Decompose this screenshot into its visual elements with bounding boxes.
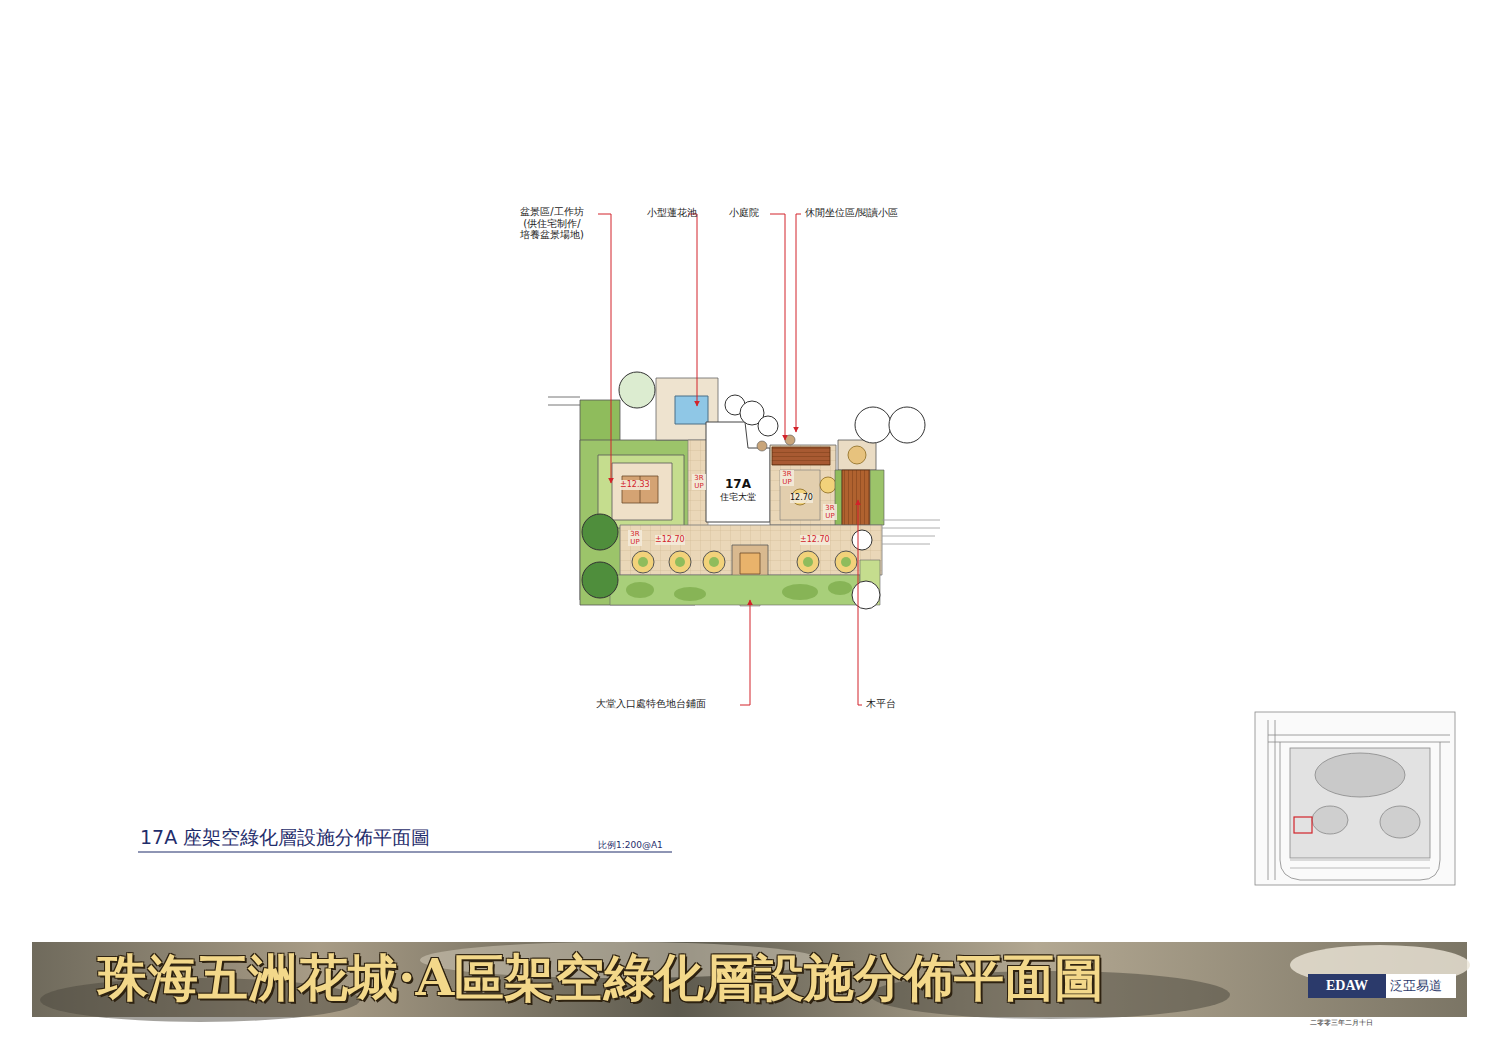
callout-label: 小庭院	[729, 207, 759, 219]
firm-name: 泛亞易道	[1390, 978, 1442, 994]
firm-logo: EDAW	[1313, 978, 1381, 995]
stair-mark: 3R UP	[628, 530, 642, 546]
callout-label: 木平台	[866, 698, 896, 710]
plan-drawing	[548, 372, 940, 609]
key-map	[1255, 712, 1455, 885]
title-banner	[32, 942, 1470, 1022]
lobby-label-box: 17A住宅大堂	[717, 474, 759, 507]
scale-note: 比例1:200@A1	[598, 840, 663, 851]
drawing-date: 二零零三年二月十日	[1310, 1019, 1373, 1027]
leader-lines	[598, 214, 862, 705]
stair-mark: 3R UP	[780, 470, 794, 486]
elevation-mark: ±12.70	[800, 535, 830, 545]
elevation-mark: 12.70	[790, 493, 813, 503]
callout-label: 小型蓮花池	[647, 207, 697, 219]
elevation-mark: ±12.33	[620, 480, 650, 490]
callout-label: 大堂入口處特色地台鋪面	[596, 698, 706, 710]
stair-mark: 3R UP	[823, 504, 837, 520]
node-text: 17A	[720, 477, 756, 491]
drawing-caption: 17A 座架空綠化層設施分佈平面圖	[140, 826, 430, 849]
node-text: 住宅大堂	[720, 491, 756, 504]
callout-label: 盆景區/工作坊 (供住宅制作/ 培養盆景場地)	[508, 206, 596, 241]
callout-label: 休閒坐位區/閱讀小區	[805, 207, 898, 219]
stair-mark: 3R UP	[692, 474, 706, 490]
banner-title: 珠海五洲花城·A區架空綠化層設施分佈平面圖	[98, 948, 1104, 1008]
caption-rule	[138, 851, 672, 852]
elevation-mark: ±12.70	[655, 535, 685, 545]
